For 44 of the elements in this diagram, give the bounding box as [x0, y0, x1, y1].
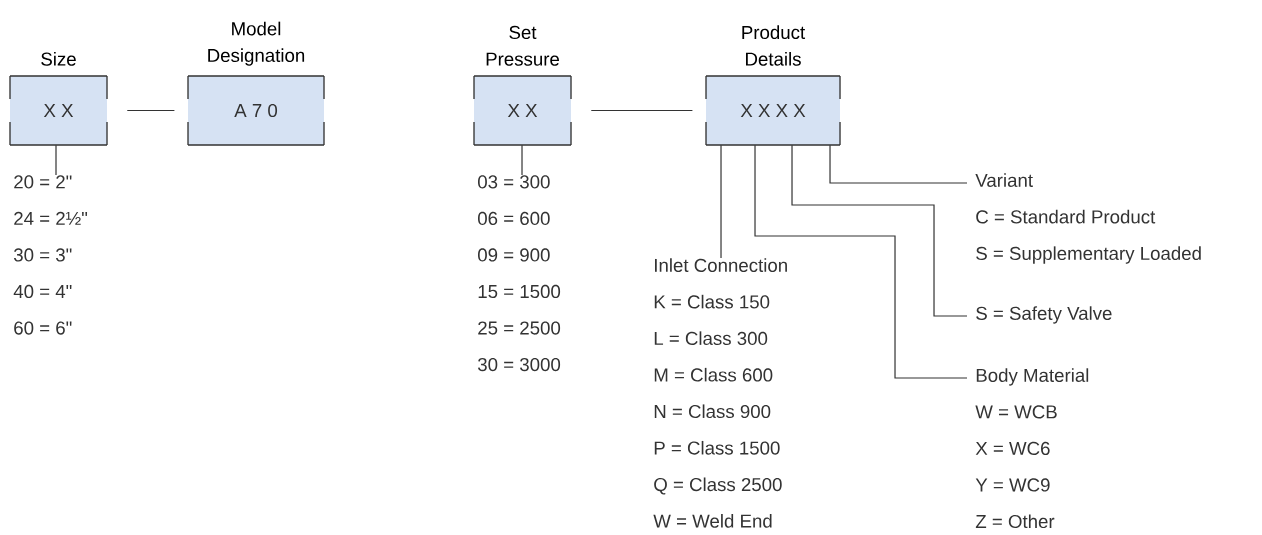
connector-line — [521, 144, 523, 176]
code-entry: S = Supplementary Loaded — [976, 246, 1201, 264]
code-entry: Y = WC9 — [975, 478, 1050, 492]
code-entry: N = Class 900 — [654, 404, 771, 419]
connector-line — [720, 144, 722, 259]
code-entry: Z = Other — [975, 514, 1055, 529]
code-box: X X — [9, 75, 108, 146]
code-entry: C = Standard Product — [976, 209, 1156, 224]
code-box: A 7 0 — [187, 75, 325, 146]
code-entry: 25 = 2500 — [478, 321, 561, 335]
code-entry: Variant — [975, 173, 1033, 187]
connector-line — [791, 144, 968, 317]
connector-line — [829, 144, 968, 184]
code-entry: 15 = 1500 — [478, 284, 561, 299]
code-entry: 40 = 4" — [13, 284, 72, 299]
connector-line — [126, 109, 175, 112]
code-entry: 06 = 600 — [478, 211, 550, 225]
code-box: X X X X — [705, 75, 841, 146]
code-entry: 24 = 2½" — [14, 211, 88, 225]
code-entry: 03 = 300 — [478, 175, 550, 189]
code-entry: L = Class 300 — [654, 331, 768, 346]
column-heading: Size — [41, 52, 76, 66]
code-entry: M = Class 600 — [654, 367, 773, 382]
code-entry: 09 = 900 — [478, 248, 550, 262]
code-entry: 60 = 6" — [14, 321, 72, 335]
code-entry: 30 = 3000 — [478, 357, 561, 372]
code-entry: 30 = 3" — [14, 248, 72, 262]
column-heading: Set Pressure — [486, 25, 559, 66]
column-heading: Model Designation — [208, 21, 305, 66]
code-entry: W = WCB — [975, 405, 1057, 419]
code-entry: Inlet Connection — [655, 258, 787, 272]
code-entry: W = Weld End — [653, 514, 772, 528]
code-entry: Body Material — [976, 368, 1089, 386]
code-entry: X = WC6 — [975, 441, 1050, 456]
code-entry: P = Class 1500 — [654, 440, 780, 455]
column-heading: Product Details — [742, 25, 806, 66]
code-entry: Q = Class 2500 — [654, 477, 782, 495]
connector-line — [754, 144, 968, 379]
code-entry: S = Safety Valve — [976, 306, 1112, 324]
connector-line — [590, 109, 693, 112]
code-box: X X — [473, 75, 572, 146]
connector-line — [55, 144, 57, 176]
code-entry: 20 = 2" — [14, 175, 72, 189]
code-entry: K = Class 150 — [654, 294, 770, 309]
